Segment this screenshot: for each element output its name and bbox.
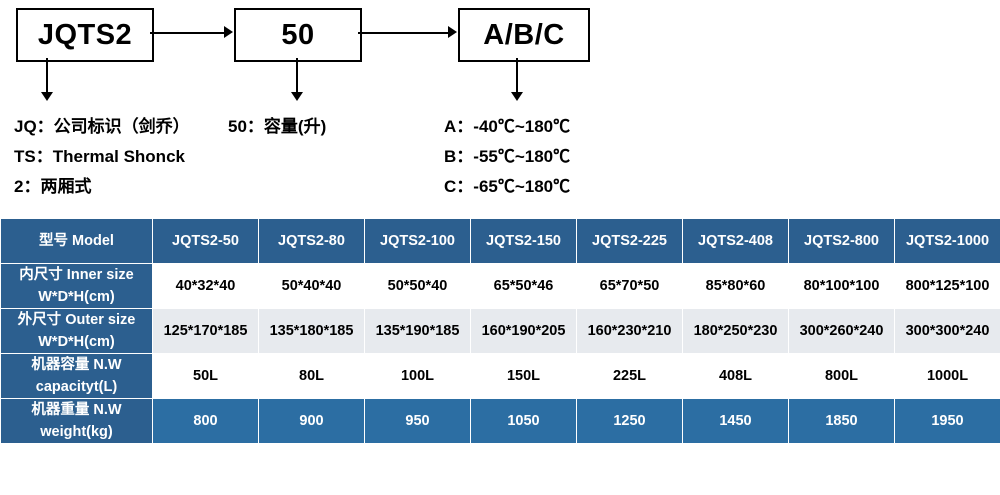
header-cell-model-2: JQTS2-100 [364,218,471,264]
legend-right-line-2: B：-55℃~180℃ [444,147,571,166]
cell-inner-size-0: 40*32*40 [152,263,259,309]
header-cell-model-3: JQTS2-150 [470,218,577,264]
row-label-capacity-line1: 机器容量 N.W [31,357,122,373]
legend-right-line-1: A：-40℃~180℃ [444,117,571,136]
connector-arrow-2 [448,26,457,38]
diagram-box-temperature: A/B/C [458,8,590,62]
cell-inner-size-3: 65*50*46 [470,263,577,309]
diagram-box-model: JQTS2 [16,8,154,62]
legend-left: JQ：公司标识（剑乔） TS：Thermal Shonck 2：两厢式 [14,112,190,202]
row-label-weight-line1: 机器重量 N.W [31,402,122,418]
table-row: 机器重量 N.W weight(kg) 800 900 950 1050 125… [0,398,1000,444]
cell-capacity-5: 408L [682,353,789,399]
cell-capacity-3: 150L [470,353,577,399]
legend-middle-line-1: 50：容量(升) [228,117,327,136]
cell-weight-5: 1450 [682,398,789,444]
table-row: 外尺寸 Outer size W*D*H(cm) 125*170*185 135… [0,308,1000,354]
row-label-inner-size-line1: 内尺寸 Inner size [19,267,134,283]
cell-inner-size-1: 50*40*40 [258,263,365,309]
row-label-inner-size: 内尺寸 Inner size W*D*H(cm) [0,263,153,309]
down-arrow-capacity [291,92,303,101]
row-label-capacity-line2: capacityt(L) [35,379,118,395]
connector-line-2 [358,32,448,34]
cell-capacity-7: 1000L [894,353,1000,399]
cell-outer-size-1: 135*180*185 [258,308,365,354]
legend-right-line-3: C：-65℃~180℃ [444,177,571,196]
header-cell-model-7: JQTS2-1000 [894,218,1000,264]
cell-outer-size-3: 160*190*205 [470,308,577,354]
cell-inner-size-5: 85*80*60 [682,263,789,309]
table-row: 内尺寸 Inner size W*D*H(cm) 40*32*40 50*40*… [0,263,1000,309]
cell-capacity-2: 100L [364,353,471,399]
cell-outer-size-5: 180*250*230 [682,308,789,354]
connector-line-1 [150,32,224,34]
down-line-model [46,58,48,94]
cell-outer-size-6: 300*260*240 [788,308,895,354]
cell-inner-size-7: 800*125*100 [894,263,1000,309]
row-label-weight: 机器重量 N.W weight(kg) [0,398,153,444]
cell-weight-2: 950 [364,398,471,444]
cell-inner-size-6: 80*100*100 [788,263,895,309]
cell-outer-size-4: 160*230*210 [576,308,683,354]
row-label-outer-size: 外尺寸 Outer size W*D*H(cm) [0,308,153,354]
header-cell-model-1: JQTS2-80 [258,218,365,264]
cell-capacity-0: 50L [152,353,259,399]
down-line-temperature [516,58,518,94]
row-label-capacity: 机器容量 N.W capacityt(L) [0,353,153,399]
row-label-weight-line2: weight(kg) [40,424,113,440]
legend-middle: 50：容量(升) [228,112,326,142]
cell-capacity-6: 800L [788,353,895,399]
legend-left-line-1: JQ：公司标识（剑乔） [14,117,190,136]
header-cell-model-4: JQTS2-225 [576,218,683,264]
row-label-outer-size-line1: 外尺寸 Outer size [17,312,136,328]
header-cell-label: 型号 Model [0,218,153,264]
cell-outer-size-0: 125*170*185 [152,308,259,354]
cell-outer-size-7: 300*300*240 [894,308,1000,354]
cell-inner-size-2: 50*50*40 [364,263,471,309]
connector-arrow-1 [224,26,233,38]
cell-capacity-4: 225L [576,353,683,399]
table-header-row: 型号 Model JQTS2-50 JQTS2-80 JQTS2-100 JQT… [0,218,1000,264]
cell-capacity-1: 80L [258,353,365,399]
cell-weight-4: 1250 [576,398,683,444]
cell-weight-3: 1050 [470,398,577,444]
down-arrow-temperature [511,92,523,101]
row-label-outer-size-line2: W*D*H(cm) [38,334,115,350]
model-code-diagram: JQTS2 50 A/B/C JQ：公司标识（剑乔） TS：Thermal Sh… [0,0,1000,210]
header-cell-model-5: JQTS2-408 [682,218,789,264]
cell-weight-6: 1850 [788,398,895,444]
header-cell-model-0: JQTS2-50 [152,218,259,264]
legend-right: A：-40℃~180℃ B：-55℃~180℃ C：-65℃~180℃ [444,112,570,202]
down-line-capacity [296,58,298,94]
down-arrow-model [41,92,53,101]
cell-weight-0: 800 [152,398,259,444]
table-row: 机器容量 N.W capacityt(L) 50L 80L 100L 150L … [0,353,1000,399]
row-label-inner-size-line2: W*D*H(cm) [38,289,115,305]
cell-weight-1: 900 [258,398,365,444]
cell-weight-7: 1950 [894,398,1000,444]
header-cell-model-6: JQTS2-800 [788,218,895,264]
legend-left-line-2: TS：Thermal Shonck [14,147,185,166]
legend-left-line-3: 2：两厢式 [14,177,92,196]
specifications-table: 型号 Model JQTS2-50 JQTS2-80 JQTS2-100 JQT… [0,218,1000,444]
cell-inner-size-4: 65*70*50 [576,263,683,309]
diagram-box-capacity: 50 [234,8,362,62]
cell-outer-size-2: 135*190*185 [364,308,471,354]
